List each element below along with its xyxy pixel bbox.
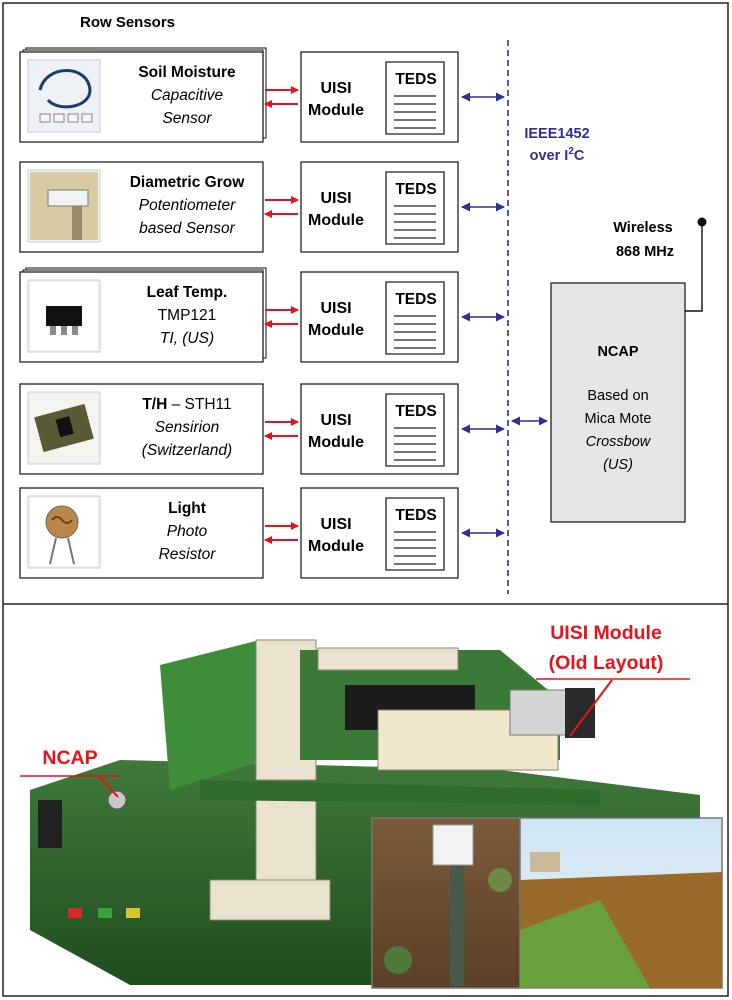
sensor-label-line: TI, (US) [160, 330, 214, 347]
field-photo-leaves-1 [384, 946, 412, 974]
sensor-label-line: Light [168, 500, 206, 517]
bus-label-line2: over I2C [530, 146, 585, 164]
sensor-label-line: Potentiometer [139, 197, 236, 214]
chip-pin-icon [50, 326, 56, 335]
black-side-part [565, 688, 595, 738]
bus-label-line1: IEEE1452 [524, 126, 589, 142]
wireless-label-line2: 868 MHz [616, 244, 674, 260]
teds-label: TEDS [395, 181, 436, 198]
sensor-label-line: TMP121 [158, 307, 217, 324]
photo-resistor-icon [45, 505, 79, 539]
ncap-line-3: Crossbow [586, 434, 652, 450]
lower-white-header [209, 879, 331, 921]
side-connector [38, 800, 62, 848]
field-photo-sensor [371, 817, 521, 989]
sth11-sensor-icon [55, 416, 74, 438]
photo-label-ncap: NCAP [42, 747, 97, 769]
middle-pcb-board [200, 780, 600, 805]
yellow-led [126, 908, 140, 918]
module-label-line1: UISI [320, 190, 351, 207]
red-led [68, 908, 82, 918]
chip-body-icon [46, 306, 82, 326]
teds-document-icon [385, 393, 445, 467]
teds-document-icon [385, 497, 445, 571]
ncap-chip-dot [107, 790, 127, 810]
sensor-label-line: based Sensor [139, 220, 235, 237]
sensor-label-line: Leaf Temp. [147, 284, 228, 301]
sensor-label-line: Soil Moisture [138, 64, 236, 81]
top-white-header [317, 647, 459, 671]
base-pcb-board [30, 760, 700, 985]
resistor-track-icon [51, 516, 73, 524]
cable-connector-icon [39, 113, 51, 123]
cable-connector-icon [53, 113, 65, 123]
teds-document-icon [385, 61, 445, 135]
white-connector-lower [255, 789, 317, 881]
ncap-pointer-line [97, 775, 119, 798]
sensor-label-line: Capacitive [151, 87, 224, 104]
module-label-line1: UISI [320, 80, 351, 97]
chip-pin-icon [72, 326, 78, 335]
teds-label: TEDS [395, 403, 436, 420]
ncap-line-1: Based on [587, 388, 648, 404]
module-label-line2: Module [308, 102, 364, 119]
cable-connector-icon [67, 113, 79, 123]
sensor-label-line: Resistor [159, 546, 217, 563]
potentiometer-icon [47, 189, 89, 207]
wireless-label-line1: Wireless [613, 220, 673, 236]
green-led [98, 908, 112, 918]
cable-coil-icon [38, 69, 92, 109]
teds-label: TEDS [395, 507, 436, 524]
teds-label: TEDS [395, 71, 436, 88]
module-label-line2: Module [308, 434, 364, 451]
photo-label-uisi-line1: UISI Module [550, 622, 662, 644]
field-photo-box [432, 824, 474, 866]
module-label-line1: UISI [320, 412, 351, 429]
cable-connector-icon [81, 113, 93, 123]
lead-icon [67, 537, 75, 565]
sensor-label-line: Sensirion [155, 419, 220, 436]
green-terminal-block [160, 640, 265, 790]
teds-label: TEDS [395, 291, 436, 308]
sensor-label-line: Photo [167, 523, 208, 540]
ncap-box [550, 282, 686, 523]
post-icon [72, 206, 82, 240]
sensor-label-line: Diametric Grow [130, 174, 246, 191]
ncap-line-4: (US) [603, 457, 633, 473]
module-label-line2: Module [308, 212, 364, 229]
teds-document-icon [385, 281, 445, 355]
field-photo-post [450, 840, 464, 986]
sensor-label-line: (Switzerland) [142, 442, 232, 459]
ncap-line-2: Mica Mote [585, 411, 652, 427]
module-label-line1: UISI [320, 516, 351, 533]
field-photo-leaves-2 [488, 868, 512, 892]
ncap-title: NCAP [597, 344, 638, 360]
teds-document-icon [385, 171, 445, 245]
vineyard-grass [520, 900, 650, 988]
sensor-label-line: T/H – STH11 [142, 396, 231, 413]
hardware-photo: UISI Module (Old Layout) NCAP [5, 606, 726, 994]
module-label-line1: UISI [320, 300, 351, 317]
antenna-line [685, 224, 703, 312]
field-photo-vineyard [519, 817, 723, 989]
antenna-tip-icon [697, 217, 707, 227]
photo-label-uisi-line2: (Old Layout) [549, 652, 664, 674]
vineyard-building [530, 852, 560, 872]
module-label-line2: Module [308, 322, 364, 339]
sensor-label-line: Sensor [162, 110, 212, 127]
chip-pin-icon [61, 326, 67, 335]
uisi-pointer-line [569, 679, 613, 737]
diagram-title: Row Sensors [80, 14, 175, 31]
lead-icon [49, 537, 57, 565]
sensor-rows: Soil MoistureCapacitiveSensorUISIModuleT… [19, 47, 505, 579]
module-label-line2: Module [308, 538, 364, 555]
